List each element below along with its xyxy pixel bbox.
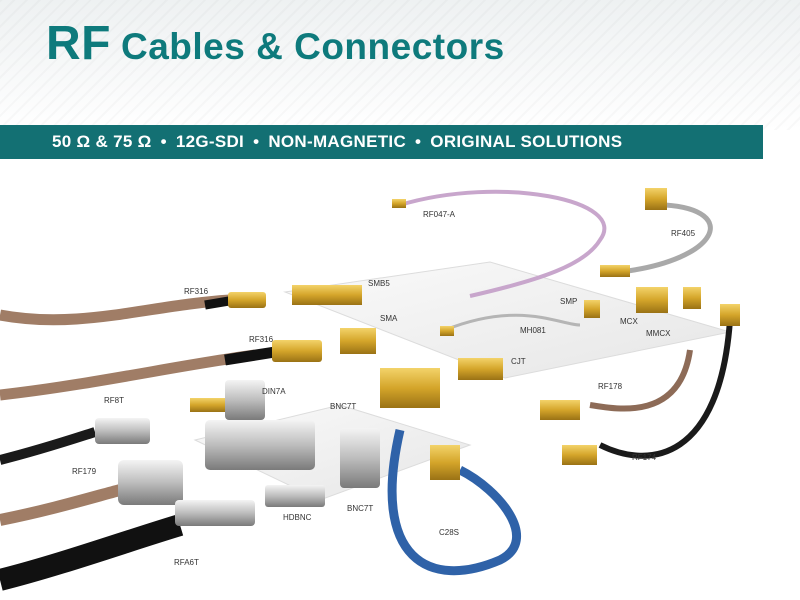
title-rf: RF <box>46 17 111 70</box>
connector-rf405-plug <box>600 265 630 277</box>
label-rf316-mid: RF316 <box>249 335 274 344</box>
label-din7a: DIN7A <box>262 387 286 396</box>
banner-text: 50 Ω & 75 Ω • 12G-SDI • NON-MAGNETIC • ORIGINA… <box>52 132 622 152</box>
cable-rf179 <box>0 484 122 526</box>
connector-sma <box>340 328 376 354</box>
banner-separator: • <box>253 132 260 151</box>
label-cjt: CJT <box>511 357 526 366</box>
label-smb5: SMB5 <box>368 279 390 288</box>
connector-din7a <box>190 398 230 412</box>
cable-mh081 <box>444 313 581 332</box>
connector-rf047a-end <box>392 199 406 208</box>
banner-separator: • <box>160 132 167 151</box>
banner-item-impedance: 50 Ω & 75 Ω <box>52 132 152 151</box>
product-illustration: RF047-A RF405 RF316 SMB5 SMA SMP MCX MMC… <box>0 188 740 591</box>
label-mh081: MH081 <box>520 326 546 335</box>
cable-rf047a <box>399 189 607 298</box>
label-hdbnc: HDBNC <box>283 513 312 522</box>
label-bnc7t-bottom: BNC7T <box>347 504 373 513</box>
cable-c28s <box>387 428 522 576</box>
label-rf047a: RF047-A <box>423 210 456 219</box>
connector-rf8t <box>95 418 150 444</box>
connector-bnc7t-straight <box>340 428 380 488</box>
cable-rf178 <box>589 349 693 412</box>
label-smp: SMP <box>560 297 577 306</box>
label-c28s: C28S <box>439 528 459 537</box>
cable-rf316-mid-jacket <box>224 346 276 366</box>
label-mcx: MCX <box>620 317 638 326</box>
connector-rf174 <box>562 445 597 465</box>
display-platform-upper <box>283 261 731 379</box>
cable-rf8t <box>0 427 97 465</box>
connector-mmcx-right-angle <box>720 304 740 326</box>
connector-cjt <box>458 358 503 380</box>
connector-rf405-end <box>645 188 667 210</box>
connector-rfa6t <box>175 500 255 526</box>
title-rest: Cables & Connectors <box>120 26 505 67</box>
label-rf178: RF178 <box>598 382 623 391</box>
label-sma: SMA <box>380 314 398 323</box>
cable-rfa6t <box>0 514 184 591</box>
connector-hdbnc <box>265 485 325 507</box>
label-rf179: RF179 <box>72 467 97 476</box>
label-rf316-top: RF316 <box>184 287 209 296</box>
label-rf405: RF405 <box>671 229 696 238</box>
connector-rf178 <box>540 400 580 420</box>
label-rf174: RF174 <box>632 453 657 462</box>
connector-din7a-body <box>225 380 265 420</box>
background-pattern <box>0 0 800 130</box>
cable-rf316-mid <box>0 349 256 401</box>
label-bnc7t-top: BNC7T <box>330 402 356 411</box>
connector-mh081 <box>440 326 454 336</box>
cable-rf316-top <box>0 294 231 326</box>
connector-bnc7t-right-angle <box>205 420 315 470</box>
connector-mmcx <box>683 287 701 309</box>
connector-mcx <box>636 287 668 313</box>
label-rf8t: RF8T <box>104 396 124 405</box>
connector-rf179 <box>118 460 183 505</box>
feature-banner: 50 Ω & 75 Ω • 12G-SDI • NON-MAGNETIC • ORIGINA… <box>0 125 763 159</box>
banner-separator: • <box>415 132 422 151</box>
banner-item-12g-sdi: 12G-SDI <box>175 132 245 151</box>
banner-item-original-solutions: ORIGINAL SOLUTIONS <box>430 132 623 151</box>
connector-c28s-right-angle <box>380 368 440 408</box>
connector-rf316-top <box>228 292 266 308</box>
connector-smb5 <box>292 285 362 305</box>
connector-c28s-bulkhead <box>430 445 460 480</box>
cable-rf405 <box>619 202 713 275</box>
connector-smp <box>584 300 600 318</box>
label-mmcx: MMCX <box>646 329 671 338</box>
connector-rf316-mid <box>272 340 322 362</box>
banner-item-non-magnetic: NON-MAGNETIC <box>268 132 407 151</box>
cable-rf174 <box>598 319 733 459</box>
label-rfa6t: RFA6T <box>174 558 199 567</box>
